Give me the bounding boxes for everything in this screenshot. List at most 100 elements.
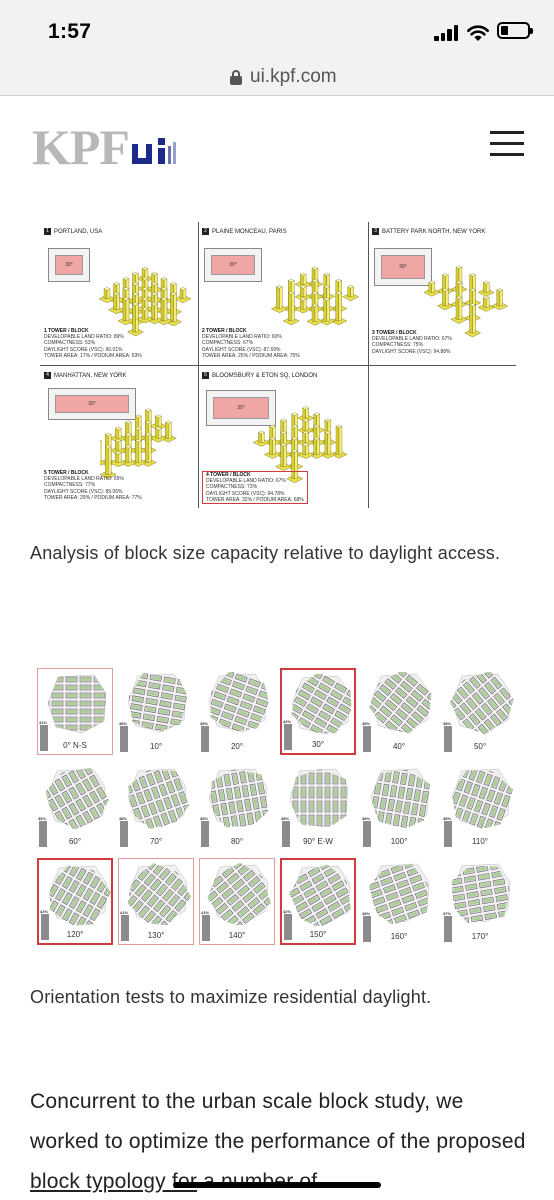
daylight-percent: 42% [283, 909, 292, 914]
block-plan-diagram: 30° [206, 390, 276, 426]
daylight-percent: 38% [119, 816, 128, 821]
orientation-tile: 38% 50° [442, 668, 518, 755]
orientation-angle-label: 110° [472, 837, 488, 846]
orientation-tile: 41%140° [199, 858, 275, 945]
orientation-tile: 38% 90° E-W [280, 763, 356, 850]
daylight-bar [40, 725, 48, 751]
daylight-percent: 42% [283, 719, 292, 724]
plan-orientation-label: 30° [55, 395, 129, 413]
daylight-bar [284, 914, 292, 940]
panel-number: 2 [202, 228, 209, 235]
orientation-tile: 36%60° [37, 763, 113, 850]
plan-orientation-label: 30° [211, 255, 255, 275]
metric-line: COMPACTNESS: 53% [44, 340, 96, 347]
orientation-angle-label: 40° [392, 742, 406, 751]
isometric-massing-model [98, 266, 192, 337]
site-plan-thumbnail [288, 674, 354, 736]
plan-orientation-label: 30° [213, 397, 269, 419]
orientation-angle-label: 0° N-S [63, 741, 87, 750]
orientation-angle-label: 30° [311, 740, 325, 749]
metric-line: DEVELOPABLE LAND RATIO: 67% [206, 478, 286, 485]
orientation-angle-label: 90° E-W [303, 837, 333, 846]
address-bar[interactable]: ui.kpf.com [0, 62, 554, 96]
cellular-signal-icon [434, 25, 460, 41]
panel-number: 3 [372, 228, 379, 235]
orientation-tile: 38%110° [442, 763, 518, 850]
metric-line: TOWER AREA: 32% / PODIUM AREA: 68% [206, 496, 304, 503]
daylight-bar [120, 821, 128, 847]
tower-count: 3 TOWER / BLOCK [372, 330, 417, 336]
daylight-percent: 36% [38, 816, 47, 821]
battery-icon [497, 22, 533, 39]
site-plan-thumbnail [367, 672, 433, 734]
orientation-tile: 37%170° [442, 858, 518, 945]
daylight-percent: 38% [281, 816, 290, 821]
orientation-angle-label: 170° [471, 932, 489, 941]
block-plan-diagram: 30° [204, 248, 262, 282]
orientation-tile: 42% 30° [280, 668, 356, 755]
figure-divider [368, 222, 369, 508]
metric-line: DAYLIGHT SCORE (VSC): 94.88% [372, 348, 451, 355]
figure1-caption: Analysis of block size capacity relative… [30, 543, 501, 563]
site-plan-thumbnail [205, 672, 271, 734]
metric-line: DEVELOPABLE LAND RATIO: 67% [372, 336, 452, 343]
orientation-tile: 42%150° [280, 858, 356, 945]
block-typology-link[interactable]: block typology for [30, 1170, 198, 1193]
block-plan-diagram: 30° [374, 248, 432, 286]
home-indicator[interactable] [173, 1182, 381, 1188]
orientation-angle-label: 70° [149, 837, 163, 846]
daylight-bar [39, 821, 47, 847]
orientation-angle-label: 140° [228, 931, 246, 940]
daylight-bar [121, 915, 129, 941]
metric-line: DAYLIGHT SCORE (VSC): 87.69% [202, 346, 281, 353]
daylight-bar [363, 916, 371, 942]
orientation-angle-label: 160° [390, 932, 408, 941]
logo-ui-mark [131, 138, 176, 164]
daylight-percent: 38% [362, 816, 371, 821]
orientation-angle-label: 80° [230, 837, 244, 846]
panel-number: 5 [202, 372, 209, 379]
panel-number: 1 [44, 228, 51, 235]
metric-line: DAYLIGHT SCORE (VSC): 90.01% [44, 346, 123, 353]
metric-line: COMPACTNESS: 77% [44, 482, 96, 489]
hamburger-menu-icon[interactable] [490, 131, 524, 157]
daylight-percent: 41% [39, 720, 48, 725]
daylight-percent: 38% [443, 721, 452, 726]
site-plan-thumbnail [45, 864, 111, 926]
figure-divider [40, 365, 516, 366]
site-plan-thumbnail [448, 767, 514, 829]
daylight-bar [444, 726, 452, 752]
orientation-angle-label: 10° [149, 742, 163, 751]
url-text[interactable]: ui.kpf.com [250, 66, 337, 87]
orientation-angle-label: 130° [147, 931, 165, 940]
orientation-tile: 38%20° [199, 668, 275, 755]
tower-count: 5 TOWER / BLOCK [44, 470, 89, 476]
metric-line: COMPACTNESS: 75% [372, 342, 424, 349]
metric-line: DEVELOPABLE LAND RATIO: 60% [202, 334, 282, 341]
metric-line: TOWER AREA: 25% / PODIUM AREA: 75% [202, 352, 300, 359]
daylight-bar [202, 915, 210, 941]
orientation-angle-label: 50° [473, 742, 487, 751]
figure-divider [198, 222, 199, 508]
site-plan-thumbnail [206, 863, 272, 925]
kpf-ui-logo[interactable]: KPF [32, 122, 178, 172]
daylight-bar [444, 916, 452, 942]
daylight-bar [201, 726, 209, 752]
site-plan-thumbnail [47, 674, 107, 734]
site-plan-thumbnail [124, 672, 190, 734]
daylight-bar [363, 821, 371, 847]
orientation-tile: 38%10° [118, 668, 194, 755]
isometric-massing-model [423, 265, 508, 338]
tower-count: 2 TOWER / BLOCK [202, 328, 247, 334]
daylight-percent: 42% [40, 909, 49, 914]
